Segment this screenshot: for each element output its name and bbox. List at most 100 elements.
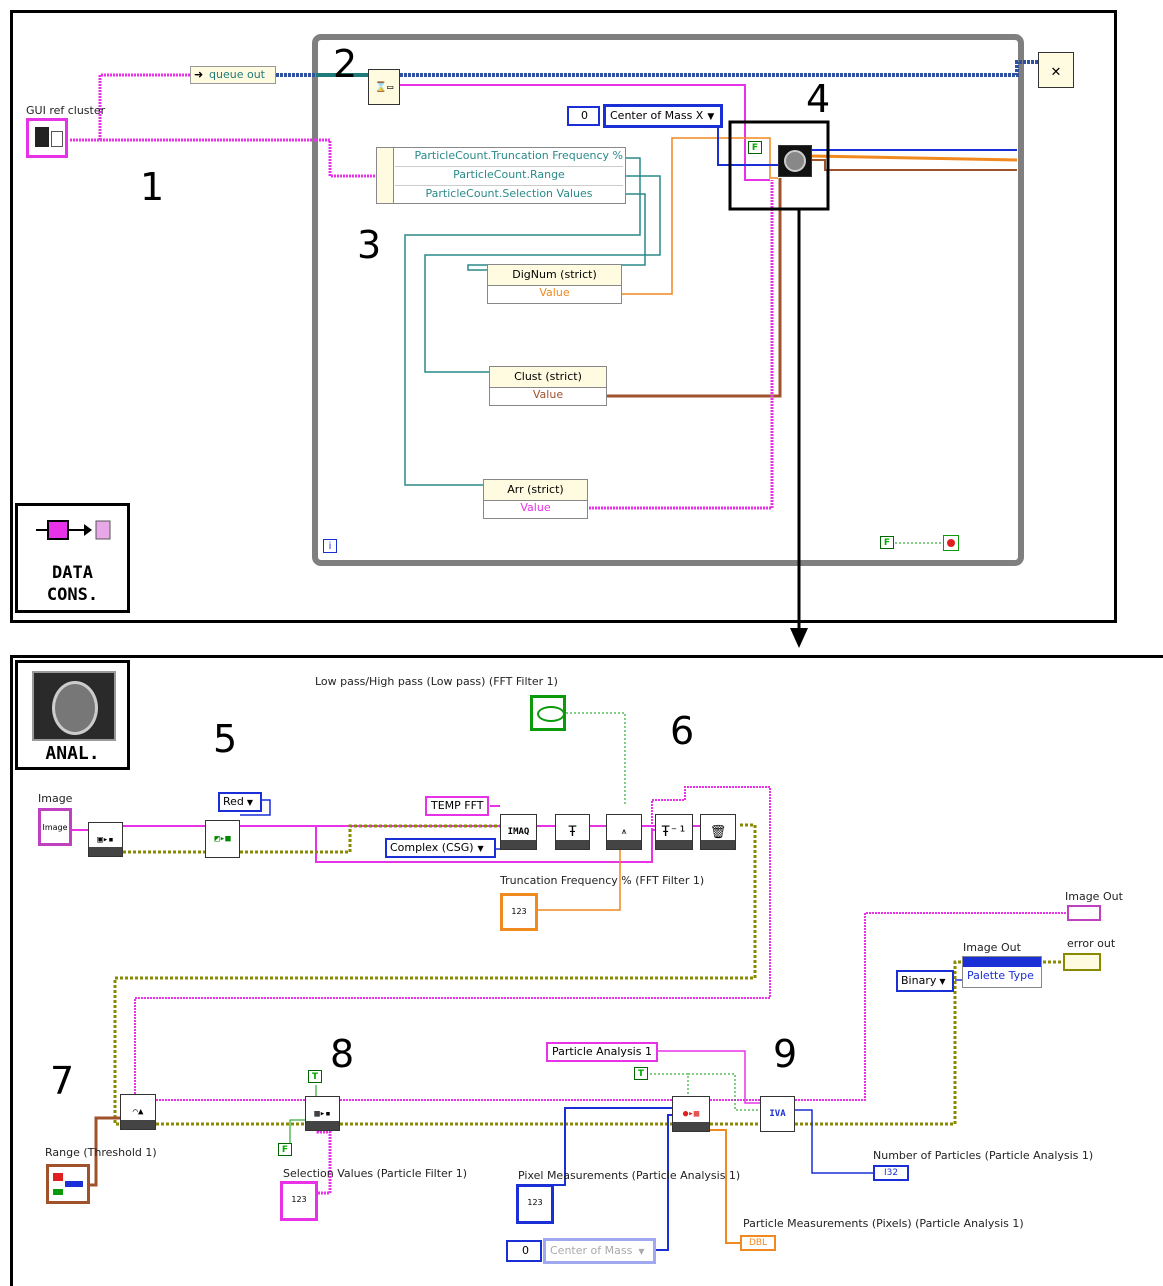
pixel-meas-terminal[interactable]: 123 (516, 1184, 554, 1224)
enum-index-box[interactable]: 0 (567, 106, 600, 126)
step-number-5: 5 (213, 720, 237, 758)
truncation-label: Truncation Frequency % (FFT Filter 1) (500, 875, 704, 887)
image-label: Image (38, 793, 72, 805)
dequeue-icon: ⌛▭ (375, 82, 393, 93)
image-out-terminal-top[interactable] (1067, 905, 1101, 921)
step-number-7: 7 (50, 1062, 74, 1100)
enum-index-box-bottom[interactable]: 0 (506, 1240, 542, 1262)
arr-variant-node[interactable]: Arr (strict) Value (483, 479, 588, 519)
selection-values-terminal[interactable]: 123 (280, 1181, 318, 1221)
step-number-4: 4 (806, 80, 830, 118)
iteration-terminal: i (323, 539, 337, 553)
particle-analysis-node[interactable]: ●▸▦ (672, 1096, 710, 1132)
threshold-node[interactable]: ⌒▲ (120, 1094, 156, 1130)
dropdown-arrow-icon: ▼ (638, 1247, 644, 1256)
binary-enum[interactable]: Binary▼ (896, 970, 954, 992)
wire-subvi-out-brown (812, 160, 1017, 170)
arr-value: Value (484, 501, 587, 514)
wire-subvi-out-orange (812, 156, 1017, 160)
anal-text: ANAL. (18, 743, 127, 764)
particle-analysis-tag[interactable]: Particle Analysis 1 (546, 1042, 658, 1062)
step-number-8: 8 (330, 1035, 354, 1073)
dropdown-arrow-icon: ▼ (707, 112, 714, 122)
image-out-label: Image Out (963, 942, 1021, 954)
truncation-terminal[interactable]: 123 (500, 893, 538, 931)
center-of-mass-enum[interactable]: Center of Mass▼ (543, 1238, 656, 1264)
close-x-icon: ✕ (1051, 61, 1061, 80)
image-input-terminal[interactable]: Image (38, 808, 72, 846)
range-label: Range (Threshold 1) (45, 1147, 157, 1159)
particle-meas-terminal[interactable]: DBL (740, 1235, 776, 1251)
bundle-icon (34, 516, 114, 544)
selection-values-label: Selection Values (Particle Filter 1) (283, 1168, 467, 1180)
step-number-9: 9 (773, 1035, 797, 1073)
arrow-icon: ➜ (194, 68, 203, 81)
extract-color-plane-node[interactable]: ◩▸■ (205, 820, 240, 858)
anal-icon: ANAL. (15, 660, 130, 770)
inverse-fft-icon: Ŧ⁻¹ (661, 824, 686, 840)
unbundle-by-name[interactable]: ParticleCount.Truncation Frequency % Par… (376, 147, 626, 204)
step-number-3: 3 (357, 226, 381, 264)
step-number-2: 2 (333, 45, 357, 83)
fft-icon: Ŧ (568, 824, 576, 840)
complex-enum[interactable]: Complex (CSG)▼ (385, 838, 496, 858)
dropdown-arrow-icon: ▼ (478, 844, 484, 853)
num-particles-label: Number of Particles (Particle Analysis 1… (873, 1150, 1093, 1162)
lowpass-label: Low pass/High pass (Low pass) (FFT Filte… (315, 676, 558, 688)
false-constant-stop[interactable]: F (880, 536, 894, 549)
clust-value: Value (490, 388, 606, 401)
range-terminal[interactable] (46, 1164, 90, 1204)
release-queue-node[interactable]: ✕ (1038, 52, 1074, 88)
color-plane-icon: ◩▸■ (214, 834, 230, 844)
lowpass-terminal[interactable] (530, 695, 566, 731)
palette-type-row: Palette Type (967, 969, 1034, 982)
wire-gui-ref-to-unbundle (70, 140, 376, 176)
dignum-value: Value (488, 286, 621, 299)
fft-filter-node[interactable]: ⩚ (606, 814, 642, 850)
image-out-label-top: Image Out (1065, 891, 1123, 903)
wire-sel-teal (468, 194, 645, 270)
imaq-create-node[interactable]: IMAQ (500, 814, 537, 850)
false-constant-top[interactable]: F (748, 141, 762, 154)
error-out-terminal[interactable] (1063, 953, 1101, 971)
data-cons-icon: DATA CONS. (15, 503, 130, 613)
wire-arr-pink (586, 180, 772, 508)
gui-ref-label: GUI ref cluster (26, 105, 105, 117)
true-constant-analysis[interactable]: T (634, 1067, 648, 1080)
clust-variant-node[interactable]: Clust (strict) Value (489, 366, 607, 406)
dropdown-arrow-icon: ▼ (939, 977, 945, 986)
enum-center-mass-x[interactable]: Center of Mass X▼ (603, 104, 723, 128)
false-constant-filter[interactable]: F (278, 1143, 292, 1156)
error-out-label: error out (1067, 938, 1115, 950)
gui-ref-terminal[interactable] (26, 118, 68, 158)
particle-meas-label: Particle Measurements (Pixels) (Particle… (743, 1218, 1024, 1230)
stop-icon[interactable] (943, 535, 959, 551)
filter-icon: ⩚ (621, 827, 626, 837)
image-info-node[interactable]: ▣▸▪ (88, 822, 123, 857)
inverse-fft-node[interactable]: Ŧ⁻¹ (655, 814, 693, 850)
image-info-icon: ▣▸▪ (97, 835, 113, 845)
property-node-image-out[interactable]: Palette Type (962, 956, 1042, 988)
red-enum[interactable]: Red▼ (218, 792, 262, 812)
step-number-1: 1 (140, 168, 164, 206)
unbundle-row-truncation[interactable]: ParticleCount.Truncation Frequency % (395, 149, 623, 167)
dispose-node[interactable]: 🗑 (700, 814, 736, 850)
temp-fft-constant[interactable]: TEMP FFT (425, 796, 489, 816)
particle-filter-node[interactable]: ▦▸▪ (305, 1096, 340, 1131)
enqueue-node[interactable]: ➜ queue out (190, 66, 276, 84)
threshold-icon: ⌒▲ (133, 1107, 144, 1117)
unbundle-row-selection[interactable]: ParticleCount.Selection Values (395, 187, 623, 204)
dignum-variant-node[interactable]: DigNum (strict) Value (487, 264, 622, 304)
ivr-node[interactable]: IVA (760, 1096, 795, 1132)
dequeue-node[interactable]: ⌛▭ (368, 69, 400, 105)
particle-filter-icon: ▦▸▪ (314, 1109, 330, 1119)
wire-trunc-teal (405, 158, 640, 485)
true-constant-filter[interactable]: T (308, 1070, 322, 1083)
queue-out-label: queue out (206, 68, 268, 82)
trash-icon: 🗑 (710, 825, 727, 840)
anal-subvi-node[interactable] (778, 145, 812, 177)
num-particles-terminal[interactable]: I32 (873, 1165, 909, 1181)
unbundle-row-range[interactable]: ParticleCount.Range (395, 168, 623, 186)
fft-node[interactable]: Ŧ (555, 814, 590, 850)
step-number-6: 6 (670, 712, 694, 750)
